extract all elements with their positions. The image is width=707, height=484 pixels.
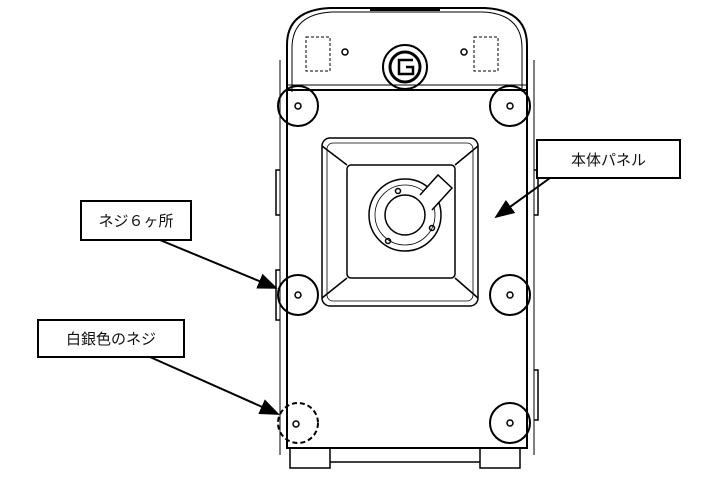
logo xyxy=(382,44,428,90)
arrow-screws-six xyxy=(159,239,278,289)
arrow-silver-screw xyxy=(149,356,280,415)
silver-screw-highlight xyxy=(277,402,319,444)
body-panel xyxy=(286,89,528,449)
top-cap xyxy=(286,7,528,92)
label-body-panel: 本体パネル xyxy=(536,139,681,179)
lens-frame-inner xyxy=(346,164,456,279)
lens-mount xyxy=(368,178,442,252)
arrow-body-panel xyxy=(494,177,551,219)
lens-lever xyxy=(419,173,454,211)
label-screws-six: ネジ６ヶ所 xyxy=(80,200,192,241)
lens-frame-outer xyxy=(321,137,479,307)
screw-highlight-circles xyxy=(277,85,531,444)
speaker-grill-left xyxy=(305,36,331,72)
label-silver-screw: 白銀色のネジ xyxy=(37,319,185,358)
foot-left xyxy=(289,448,331,469)
screws xyxy=(292,102,514,428)
foot-right xyxy=(479,448,521,469)
speaker-grill-right xyxy=(473,36,499,72)
